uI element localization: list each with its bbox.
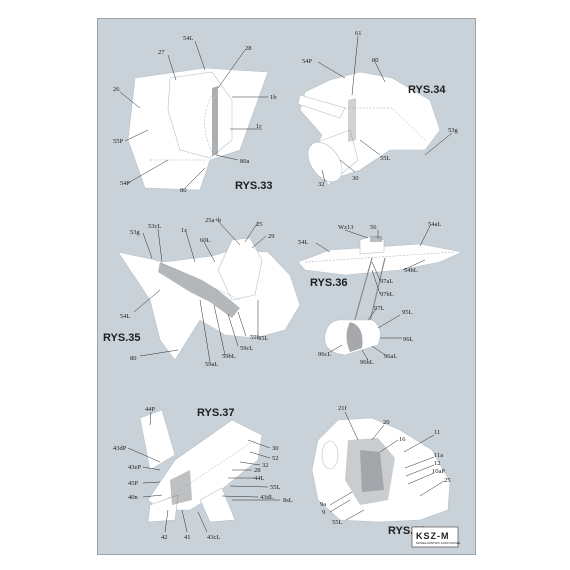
rys35-title: RYS.35	[103, 332, 141, 344]
logo-subtext: MODELARSTWO KARTONOWE	[416, 541, 460, 545]
rys34-label-55L: 55L	[380, 155, 391, 162]
rys36-label-Wz13: Wz13	[338, 224, 354, 231]
rys33-label-80a: 80a	[240, 158, 250, 165]
rys36-label-96L: 96L	[403, 336, 414, 343]
figure-rys37: 44P 43dP 43eP 45P 40n 42 41 43cL 30 52 3…	[113, 406, 293, 541]
rys34-label-30: 30	[352, 175, 359, 182]
rys38-label-20: 20	[383, 419, 390, 426]
rys35-label-59L: 59L	[250, 334, 261, 341]
rys35-label-55L: 55L	[258, 335, 269, 342]
rys36-label-97bL: 97bL	[380, 291, 394, 298]
rys33-label-80: 80	[180, 187, 187, 194]
rys37-label-43cL: 43cL	[207, 534, 220, 541]
rys36-label-97L: 97L	[374, 305, 385, 312]
rys33-label-54P: 54P	[120, 180, 131, 187]
rys38-label-11a: 11a	[434, 452, 443, 459]
rys36-label-96aL: 96aL	[384, 353, 397, 360]
rys37-label-32: 32	[262, 462, 269, 469]
rys34-label-54P: 54P	[302, 58, 313, 65]
rys36-label-54bL: 54bL	[404, 267, 418, 274]
rys33-label-1r: 1r	[256, 123, 262, 130]
rys37-label-45P: 45P	[128, 480, 139, 487]
logo-text: KSZ-M	[416, 531, 450, 541]
figure-rys34: 61 54P 80 53g 55L 30 32 RYS.34	[297, 30, 459, 188]
rys33-label-27: 27	[158, 49, 165, 56]
rys38-label-25: 25	[444, 477, 451, 484]
publisher-logo: KSZ-M MODELARSTWO KARTONOWE	[411, 526, 460, 548]
figure-rys38: 21f 20 16 11 11a 12 10aP 25 9a 9 55L RYS…	[311, 405, 451, 537]
rys34-label-32: 32	[318, 181, 325, 188]
rys38-label-55L: 55L	[332, 519, 343, 526]
rys35-label-54L: 54L	[120, 313, 131, 320]
rys35-label-80: 80	[130, 355, 137, 362]
rys35-label-1z: 1z	[181, 227, 187, 234]
rys35-label-53cL: 53cL	[148, 223, 161, 230]
rys33-label-28: 28	[245, 45, 252, 52]
rys35-label-25: 25	[256, 221, 263, 228]
rys38-label-10aP: 10aP	[432, 468, 445, 475]
rys36-label-96cL: 96cL	[318, 351, 331, 358]
rys37-label-44L: 44L	[254, 475, 265, 482]
rys33-label-1b: 1b	[270, 94, 277, 101]
rys33-label-55P: 55P	[113, 138, 124, 145]
rys37-label-40n: 40n	[128, 494, 139, 501]
rys37-label-55L: 55L	[270, 484, 281, 491]
rys35-label-53g: 53g	[130, 229, 141, 236]
rys37-label-30: 30	[272, 445, 279, 452]
rys35-label-60L: 60L	[200, 237, 211, 244]
rys33-title: RYS.33	[235, 180, 273, 192]
rys34-label-53g: 53g	[448, 127, 459, 134]
rys38-label-16: 16	[399, 436, 406, 443]
rys37-label-43dP: 43dP	[113, 445, 127, 452]
rys38-label-9: 9	[322, 509, 325, 516]
rys37-label-43dL: 43dL	[260, 494, 274, 501]
rys34-label-80: 80	[372, 57, 379, 64]
rys34-title: RYS.34	[408, 84, 446, 96]
figure-rys35: 53cL 1z 25a+b 25 53g 60L 29 54L 59L 59cL…	[103, 217, 301, 368]
rys37-title: RYS.37	[197, 407, 235, 419]
rys38-label-12: 12	[434, 460, 441, 467]
rys37-label-43eP: 43eP	[128, 464, 141, 471]
rys38-label-11: 11	[434, 429, 440, 436]
rys36-label-54L: 54L	[298, 239, 309, 246]
rys33-label-26: 26	[113, 86, 120, 93]
rys37-label-41: 41	[184, 534, 191, 541]
rys38-label-21f: 21f	[338, 405, 348, 412]
rys37-label-52: 52	[272, 455, 279, 462]
rys37-label-42: 42	[161, 534, 168, 541]
rys36-label-97aL: 97aL	[380, 278, 393, 285]
rys35-label-29: 29	[268, 233, 275, 240]
figure-rys33: 54L 28 27 26 1b 1r 55P 80a 54P 80 RYS.33	[113, 35, 277, 194]
rys35-label-25a+b: 25a+b	[205, 217, 221, 224]
rys36-label-54aL: 54aL	[428, 221, 441, 228]
rys35-label-59bL: 59bL	[222, 353, 236, 360]
rys36-label-56: 56	[370, 224, 377, 231]
figure-rys36: 54L Wz13 56 54aL 97aL 54bL 97bL 97L 95L …	[297, 221, 463, 366]
rys35-label-59cL: 59cL	[240, 345, 253, 352]
rys36-label-95L: 95L	[402, 309, 413, 316]
rys34-label-61: 61	[355, 30, 362, 37]
rys35-label-59aL: 59aL	[205, 361, 218, 368]
rys36-title: RYS.36	[310, 277, 348, 289]
rys38-label-9a: 9a	[320, 501, 326, 508]
rys37-label-28: 28	[254, 467, 261, 474]
rys37-label-8sL: 8sL	[283, 497, 293, 504]
rys33-label-54L: 54L	[183, 35, 194, 42]
rys37-label-44P: 44P	[145, 406, 156, 413]
rys36-label-96bL: 96bL	[360, 359, 374, 366]
